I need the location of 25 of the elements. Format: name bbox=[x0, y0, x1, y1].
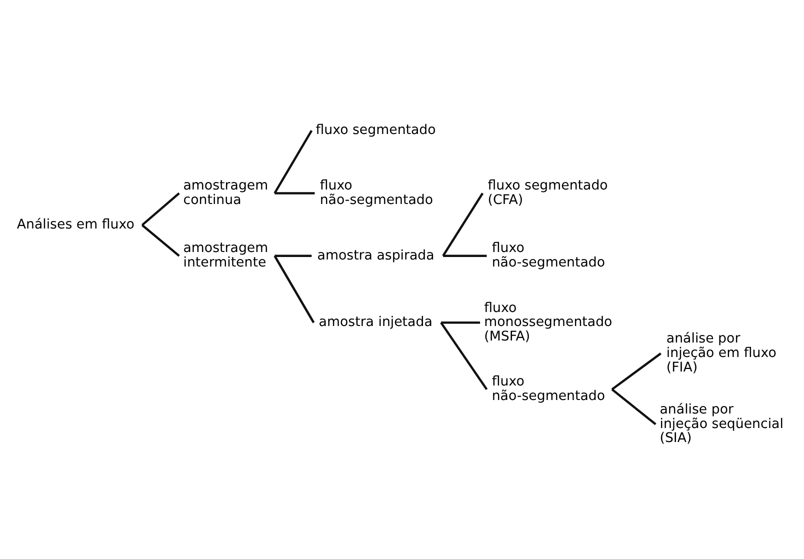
connector bbox=[443, 254, 487, 257]
node-text: amostra injetada bbox=[318, 315, 432, 330]
connector bbox=[274, 130, 313, 194]
connector bbox=[611, 388, 656, 426]
node-text: fluxo segmentado (CFA) bbox=[488, 178, 608, 208]
node-text: fluxo segmentado bbox=[316, 123, 436, 138]
node-text: fluxo não-segmentado bbox=[492, 241, 606, 271]
node-text: fluxo não-segmentado bbox=[492, 374, 606, 404]
connector bbox=[274, 255, 315, 324]
node-text: análise por injeção em fluxo (FIA) bbox=[666, 332, 776, 376]
connector bbox=[141, 224, 180, 257]
node-text: fluxo não-segmentado bbox=[320, 178, 434, 208]
connector bbox=[440, 322, 488, 390]
node-text: fluxo monossegmentado (MSFA) bbox=[484, 300, 612, 344]
node-text: amostragem intermitente bbox=[183, 241, 268, 271]
connector bbox=[441, 322, 480, 324]
node-text: Análises em fluxo bbox=[16, 218, 134, 233]
connector bbox=[141, 192, 180, 226]
node-text: análise por injeção seqüencial (SIA) bbox=[660, 402, 784, 446]
connector bbox=[611, 352, 662, 390]
connector bbox=[274, 254, 312, 257]
connector bbox=[274, 192, 315, 194]
node-text: amostragem continua bbox=[183, 178, 268, 208]
connector bbox=[442, 192, 484, 256]
node-text: amostra aspirada bbox=[317, 248, 434, 264]
